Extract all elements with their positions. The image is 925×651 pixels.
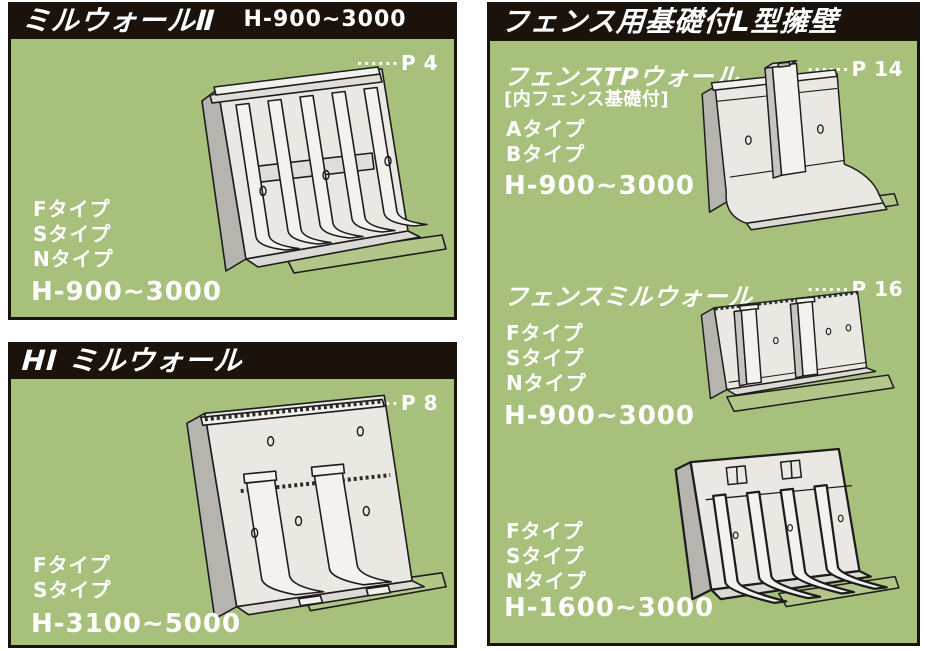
- type-line: Sタイプ: [506, 346, 585, 370]
- fence-rib-type-list: Fタイプ Sタイプ Nタイプ: [506, 519, 587, 594]
- type-line: Fタイプ: [33, 553, 111, 577]
- fence-mill-drawing: [700, 290, 895, 413]
- panel-fence-title: フェンス用基礎付L型擁壁: [499, 5, 840, 38]
- type-line: Fタイプ: [506, 519, 584, 543]
- ground-plate: [726, 374, 895, 413]
- millwall2-height-range: H-900~3000: [31, 277, 222, 307]
- foot-keys: [297, 584, 392, 607]
- type-line: Sタイプ: [33, 222, 112, 246]
- fence-rib-height-range: H-1600~3000: [504, 593, 715, 623]
- top-hatch: [714, 290, 858, 311]
- fence-post-pillar: [764, 59, 807, 179]
- page-ref-label: P 8: [400, 391, 438, 415]
- buttress-ribs: [242, 463, 393, 596]
- type-line: Nタイプ: [33, 247, 114, 271]
- fence-tp-type-list: Aタイプ Bタイプ: [506, 117, 585, 167]
- panel-millwall2-header: ミルウォールⅡ H-900~3000: [11, 4, 454, 39]
- fence-anchor-pockets: [725, 459, 803, 486]
- lift-holes: [259, 155, 392, 197]
- lift-holes: [250, 426, 370, 539]
- millwall2-drawing: [201, 66, 447, 274]
- wall-shape: [186, 394, 425, 620]
- millwall2-illustration: [158, 41, 454, 317]
- type-line: Sタイプ: [506, 544, 585, 568]
- panel-hi-millwall-header: HI ミルウォール: [11, 344, 454, 379]
- lift-holes: [732, 514, 844, 540]
- panel-millwall2: ミルウォールⅡ H-900~3000 ······P 4: [8, 2, 457, 320]
- panel-millwall2-height-badge: H-900~3000: [243, 6, 407, 32]
- fence-rib-illustration: [640, 437, 912, 643]
- fence-mill-illustration: [676, 283, 912, 429]
- type-line: Bタイプ: [506, 142, 586, 166]
- type-line: Nタイプ: [506, 569, 587, 593]
- hi-millwall-illustration: [151, 381, 454, 645]
- millwall2-type-list: Fタイプ Sタイプ Nタイプ: [33, 197, 114, 272]
- lift-holes: [744, 124, 824, 145]
- buttress-ribs: [235, 86, 428, 251]
- page-ref-label: P 14: [851, 57, 903, 81]
- panel-millwall2-title: ミルウォールⅡ: [20, 4, 217, 37]
- fence-pilasters: [733, 296, 819, 387]
- hi-millwall-drawing: [186, 394, 447, 620]
- fence-mill-type-list: Fタイプ Sタイプ Nタイプ: [506, 321, 587, 396]
- fence-tp-height-range: H-900~3000: [504, 171, 695, 201]
- type-line: Nタイプ: [506, 371, 587, 395]
- type-line: Sタイプ: [33, 578, 112, 602]
- page-ref-label: P 16: [851, 277, 903, 301]
- hi-millwall-height-range: H-3100~5000: [31, 609, 242, 639]
- fence-tp-drawing: [701, 59, 899, 231]
- page-ref-p14: ······P 14: [807, 57, 903, 81]
- type-line: Fタイプ: [33, 197, 111, 221]
- type-line: Aタイプ: [506, 117, 586, 141]
- fence-mill-height-range: H-900~3000: [504, 401, 695, 431]
- type-line: Fタイプ: [506, 321, 584, 345]
- page-ref-label: P 4: [400, 51, 438, 75]
- fence-tp-illustration: [656, 53, 910, 255]
- fence-tp-subtitle: [内フェンス基礎付]: [504, 89, 670, 110]
- panel-fence-lwall: フェンス用基礎付L型擁壁 フェンスTPウォール ······P 14 [内フェン…: [487, 2, 920, 646]
- hi-millwall-type-list: Fタイプ Sタイプ: [33, 553, 111, 603]
- lift-holes: [773, 324, 852, 345]
- panel-hi-millwall: HI ミルウォール ······P 8: [8, 342, 457, 648]
- panel-fence-header: フェンス用基礎付L型擁壁: [490, 5, 917, 41]
- buttress-ribs: [712, 484, 888, 604]
- fence-rib-drawing: [674, 447, 900, 608]
- panel-hi-millwall-title: HI ミルウォール: [20, 344, 244, 377]
